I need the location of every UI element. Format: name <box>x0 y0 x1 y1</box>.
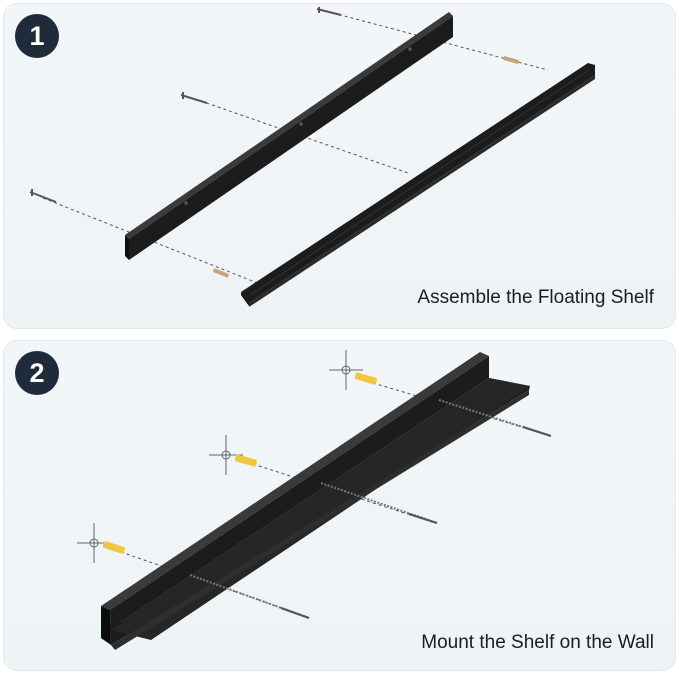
wall-anchor-icon <box>234 454 257 467</box>
wall-anchor-icon <box>102 541 125 554</box>
dowel-icon <box>502 56 520 64</box>
guide-line <box>252 463 436 524</box>
wall-anchor-icon <box>354 372 377 385</box>
step-caption: Assemble the Floating Shelf <box>417 287 654 308</box>
guide-line <box>332 12 549 71</box>
screw-icon <box>180 92 208 104</box>
drill-mark-icon <box>329 350 363 390</box>
shelf-ledge <box>241 63 595 307</box>
screw-icon <box>320 482 438 525</box>
shelf-back-board <box>125 12 453 260</box>
step-caption: Mount the Shelf on the Wall <box>421 632 654 653</box>
step-2-illustration <box>77 350 552 650</box>
screw-icon <box>29 189 57 203</box>
screw-icon <box>189 574 310 620</box>
step-1-panel: 1 Assemble the Floating Shelf <box>3 3 676 329</box>
screw-icon <box>438 399 552 438</box>
step-1-illustration <box>29 7 595 307</box>
guide-line <box>194 98 409 174</box>
floating-shelf <box>101 352 530 650</box>
guide-line <box>42 197 266 287</box>
dowel-icon <box>213 268 229 278</box>
step-number-badge: 2 <box>15 351 59 395</box>
screw-icon <box>316 7 342 16</box>
step-number-badge: 1 <box>15 14 59 58</box>
step-2-panel: 2 Mount the Shelf on the Wall <box>3 340 676 671</box>
